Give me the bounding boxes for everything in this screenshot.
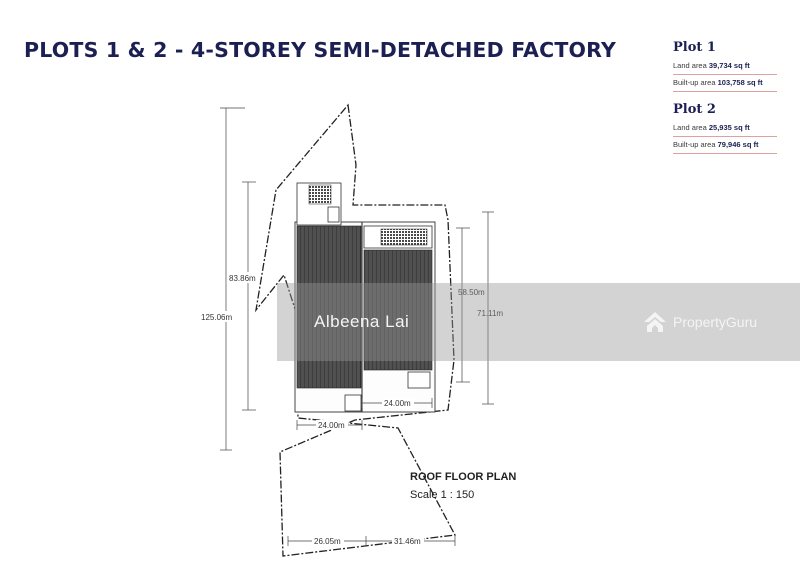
solar-panel-plot-1 xyxy=(308,184,332,205)
page-title: PLOTS 1 & 2 - 4-STOREY SEMI-DETACHED FAC… xyxy=(24,38,617,62)
dim-plot2-width: 24.00m xyxy=(384,399,411,408)
plot-2-land-label: Land area xyxy=(673,123,707,132)
propertyguru-logo-icon xyxy=(644,312,666,332)
plot-2-built-value: 79,946 sq ft xyxy=(717,140,759,149)
plot-2-land-area: Land area 25,935 sq ft xyxy=(673,120,777,137)
plot-1-name: Plot 1 xyxy=(673,40,716,55)
plot-1-info: Plot 1 Land area 39,734 sq ft Built-up a… xyxy=(673,40,777,92)
solar-panel-plot-2 xyxy=(380,228,428,246)
dim-inner-height: 83.86m xyxy=(229,274,256,283)
plot-1-land-value: 39,734 sq ft xyxy=(708,61,750,70)
plot-2-info: Plot 2 Land area 25,935 sq ft Built-up a… xyxy=(673,102,777,154)
plan-title: ROOF FLOOR PLAN xyxy=(410,471,517,483)
dim-right-height: 71.11m xyxy=(477,309,503,318)
plot-2-land-value: 25,935 sq ft xyxy=(708,123,750,132)
plot-1-built-area: Built-up area 103,758 sq ft xyxy=(673,75,777,92)
lift-core-plot-1 xyxy=(327,206,340,223)
plot-info-panel: Plot 1 Land area 39,734 sq ft Built-up a… xyxy=(673,40,777,164)
watermark-agent-name: Albeena Lai xyxy=(314,312,410,331)
lift-core-plot-2 xyxy=(407,371,431,389)
dim-plot1-width: 24.00m xyxy=(318,421,345,430)
roof-deck-plot-2 xyxy=(363,249,433,371)
roof-deck-plot-1 xyxy=(296,225,362,389)
plot-1-built-value: 103,758 sq ft xyxy=(717,78,763,87)
plan-caption: ROOF FLOOR PLAN Scale 1 : 150 xyxy=(410,471,516,501)
watermark-brand-name: PropertyGuru xyxy=(673,314,758,330)
watermark-band xyxy=(277,283,800,361)
plot-2-name: Plot 2 xyxy=(673,102,716,117)
plan-scale: Scale 1 : 150 xyxy=(410,489,475,501)
lift-core-ground xyxy=(344,394,362,412)
site-boundary xyxy=(254,103,457,557)
plot-1-land-area: Land area 39,734 sq ft xyxy=(673,58,777,75)
dim-plot2-height: 58.50m xyxy=(458,288,485,297)
dim-bottom-left: 26.05m xyxy=(314,537,341,546)
dim-bottom-right: 31.46m xyxy=(394,537,421,546)
watermark-brand: PropertyGuru xyxy=(641,309,757,335)
plot-2-built-label: Built-up area xyxy=(673,140,716,149)
plot-1-built-label: Built-up area xyxy=(673,78,716,87)
plot-2-built-area: Built-up area 79,946 sq ft xyxy=(673,137,777,154)
dim-total-height: 125.06m xyxy=(201,313,232,322)
plot-1-land-label: Land area xyxy=(673,61,707,70)
